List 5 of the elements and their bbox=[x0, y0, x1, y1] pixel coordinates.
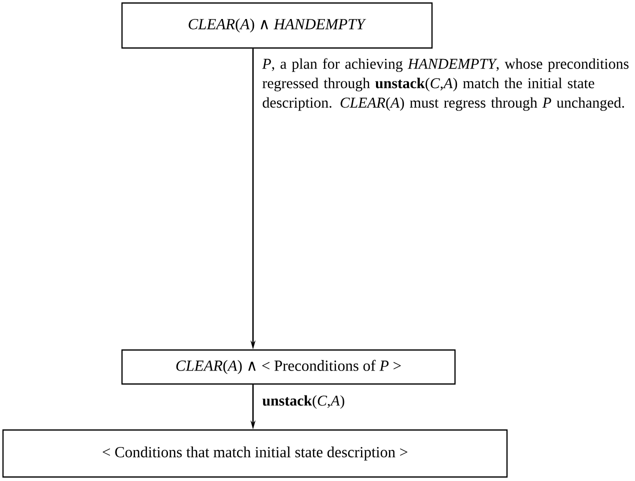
process-box: CLEAR(A) ∧ HANDEMPTY bbox=[121, 2, 433, 49]
edge-label: unstack(C,A) bbox=[262, 395, 344, 409]
process-box: CLEAR(A) ∧ < Preconditions of P > bbox=[121, 349, 456, 385]
edge-label: P, a plan for achieving HANDEMPTY, whose preconditions regressed through unstack(C,A) match the initial state description. CLEAR(A) must regress through P unchanged. bbox=[262, 58, 629, 111]
process-box: < Conditions that match initial state description > bbox=[2, 429, 508, 478]
